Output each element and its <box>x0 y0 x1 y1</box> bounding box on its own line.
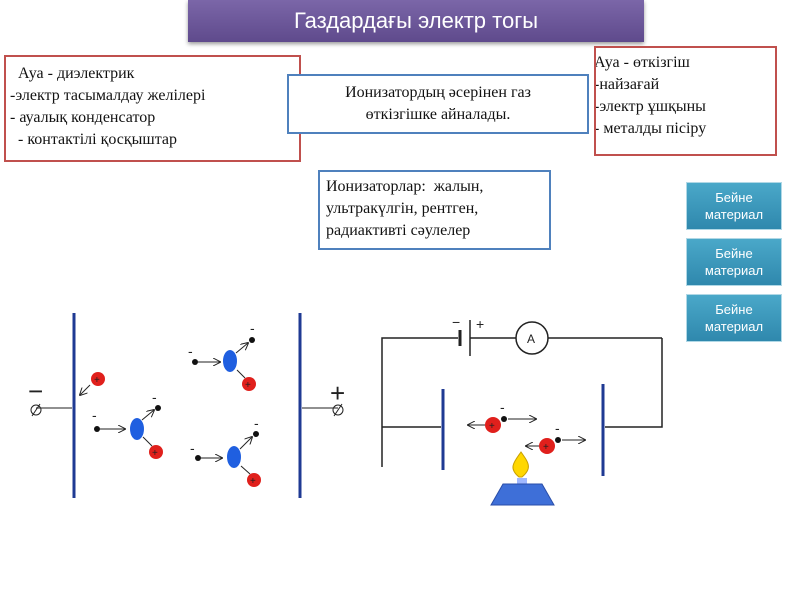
sources-line: ультракүлгін, рентген, <box>326 200 479 217</box>
svg-text:+: + <box>543 442 549 453</box>
video-material-button[interactable]: Бейне материал <box>686 294 782 342</box>
video-button-label: Бейне <box>715 190 753 205</box>
ionizer-note-box: Ионизатордың әсерінен газ өткізгішке айн… <box>287 74 589 134</box>
positive-ion <box>91 372 105 386</box>
ammeter-label: A <box>527 332 535 346</box>
plus-terminal-sign: + <box>330 378 345 408</box>
ionizer-note-line: Ионизатордың әсерінен газ <box>345 84 531 101</box>
molecule <box>130 418 144 440</box>
svg-text:+: + <box>245 380 251 391</box>
dielectric-box: Ауа - диэлектрик -электр тасымалдау желі… <box>4 55 301 162</box>
svg-text:+: + <box>250 476 256 487</box>
sources-line: радиактивті сәулелер <box>326 222 471 239</box>
svg-text:−: − <box>452 314 460 330</box>
video-button-label: материал <box>704 207 764 222</box>
svg-text:-: - <box>92 407 97 423</box>
minus-terminal-sign: − <box>28 376 43 406</box>
electron <box>94 426 100 432</box>
svg-text:-: - <box>254 415 259 431</box>
video-button-label: Бейне <box>715 302 753 317</box>
ionizer-note-line: өткізгішке айналады. <box>365 106 511 123</box>
svg-text:+: + <box>476 316 484 332</box>
video-button-label: материал <box>704 263 764 278</box>
video-button-label: материал <box>704 319 764 334</box>
conductor-line: Ауа - өткізгіш <box>594 54 690 71</box>
conductor-box: Ауа - өткізгіш -найзағай -электр ұшқыны … <box>594 46 777 156</box>
svg-text:+: + <box>489 421 495 432</box>
svg-text:-: - <box>555 420 560 436</box>
conductor-line: -электр ұшқыны <box>594 98 706 115</box>
flame-icon <box>512 451 529 478</box>
conductor-line: -найзағай <box>594 76 660 93</box>
ionizer-sources-box: Ионизаторлар: жалын, ультракүлгін, рентг… <box>318 170 551 250</box>
video-material-button[interactable]: Бейне материал <box>686 182 782 230</box>
circuit-diagram: − + A + - + - <box>381 314 663 506</box>
svg-text:-: - <box>188 343 193 359</box>
svg-text:-: - <box>250 320 255 336</box>
svg-text:-: - <box>152 389 157 405</box>
svg-text:+: + <box>152 448 158 459</box>
dielectric-line: - контактілі қосқыштар <box>10 131 177 148</box>
ammeter-icon <box>515 321 549 355</box>
dielectric-line: -электр тасымалдау желілері <box>10 87 206 104</box>
video-material-button[interactable]: Бейне материал <box>686 238 782 286</box>
svg-text:+: + <box>94 375 100 386</box>
dielectric-line: Ауа - диэлектрик <box>10 65 135 82</box>
sources-line: Ионизаторлар: жалын, <box>326 178 484 195</box>
burner-icon <box>490 483 555 506</box>
svg-text:-: - <box>190 440 195 456</box>
slide-title: Газдардағы электр тогы <box>188 0 644 42</box>
conductor-line: - металды пісіру <box>594 120 707 137</box>
video-button-label: Бейне <box>715 246 753 261</box>
svg-text:-: - <box>500 399 505 415</box>
dielectric-line: - ауалық конденсатор <box>10 109 156 126</box>
